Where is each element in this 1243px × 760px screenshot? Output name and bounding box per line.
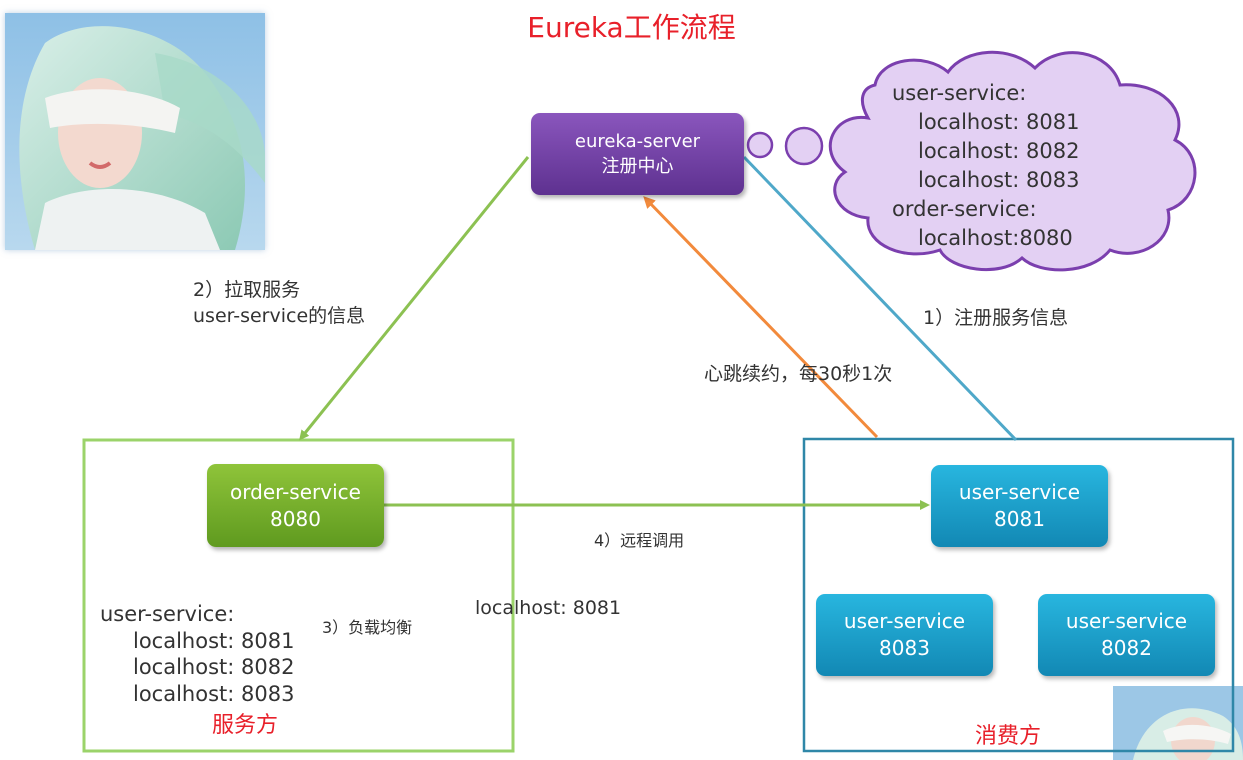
pull-label-line2: user-service的信息 <box>193 305 366 327</box>
register-label: 1）注册服务信息 <box>923 307 1069 329</box>
bubble-small <box>746 131 774 159</box>
registry-list: user-service: localhost: 8081 localhost:… <box>892 79 1079 253</box>
diagram-title: Eureka工作流程 <box>527 11 736 44</box>
registry-entry: user-service: <box>892 81 1027 105</box>
registry-entry: localhost: 8081 <box>918 110 1080 134</box>
eureka-server-name: eureka-server <box>574 131 701 152</box>
heartbeat-label: 心跳续约，每30秒1次 <box>704 363 893 385</box>
provider-frame <box>82 438 515 753</box>
cloud-shape <box>828 50 1197 272</box>
cached-instance-list: user-service: localhost: 8081 localhost:… <box>100 601 294 707</box>
register-arrow <box>742 155 1018 442</box>
user-service-port: 8081 <box>994 507 1045 531</box>
order-service-node: order-service 8080 <box>207 464 384 547</box>
user-service-name: user-service <box>843 609 966 633</box>
heartbeat-arrow <box>643 196 879 439</box>
eureka-server-role: 注册中心 <box>601 156 674 177</box>
consumer-caption: 消费方 <box>975 724 1042 749</box>
illustration-image <box>5 13 265 250</box>
pull-arrow <box>299 156 530 441</box>
registry-entry: localhost: 8083 <box>918 168 1080 192</box>
user-service-port: 8082 <box>1101 636 1152 660</box>
load-balance-label: 3）负载均衡 <box>322 618 413 637</box>
consumer-frame <box>802 437 1235 753</box>
thumbnail-image <box>1113 686 1243 760</box>
order-service-port: 8080 <box>270 506 321 531</box>
pull-label-line1: 2）拉取服务 <box>193 279 301 301</box>
registry-entry: localhost:8080 <box>918 226 1073 250</box>
registry-entry: order-service: <box>892 197 1037 221</box>
eureka-server-node: eureka-server 注册中心 <box>531 113 744 195</box>
order-service-name: order-service <box>230 479 361 504</box>
user-service-node: user-service 8083 <box>816 594 993 676</box>
pull-label: 2）拉取服务 user-service的信息 <box>193 277 365 329</box>
user-service-node: user-service 8081 <box>931 465 1108 547</box>
bubble-medium <box>784 126 824 166</box>
user-service-name: user-service <box>958 480 1081 504</box>
chosen-instance-label: localhost: 8081 <box>475 597 622 619</box>
remote-call-label: 4）远程调用 <box>594 531 685 550</box>
user-service-port: 8083 <box>879 636 930 660</box>
provider-caption: 服务方 <box>212 713 279 738</box>
user-service-name: user-service <box>1065 609 1188 633</box>
cached-entry: localhost: 8082 <box>133 655 295 679</box>
registry-entry: localhost: 8082 <box>918 139 1080 163</box>
user-service-node: user-service 8082 <box>1038 594 1215 676</box>
cached-entry: user-service: <box>100 602 235 626</box>
cached-entry: localhost: 8083 <box>133 681 295 706</box>
cached-entry: localhost: 8081 <box>133 628 295 653</box>
